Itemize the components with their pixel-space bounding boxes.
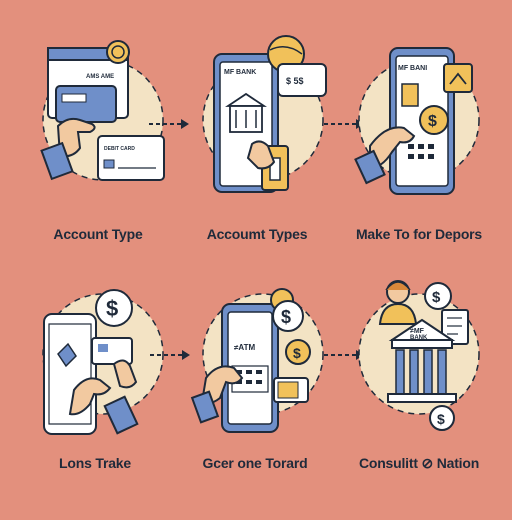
coin-icon xyxy=(106,40,130,64)
hand-icon xyxy=(246,140,276,170)
step-caption: Accoumt Types xyxy=(206,226,308,242)
svg-text:$: $ xyxy=(293,345,301,361)
step-caption: Gcer one Torard xyxy=(202,455,308,471)
dollar-coin-icon: $ xyxy=(424,282,452,310)
document-icon xyxy=(441,309,469,345)
step-caption: Make To for Depors xyxy=(355,226,483,242)
hand-icon xyxy=(190,365,244,424)
svg-text:$: $ xyxy=(106,296,118,321)
step-caption: Consulitt ⊘ Nation xyxy=(358,455,480,471)
dollar-badge-icon: $ xyxy=(95,289,133,327)
speech-bubble-icon xyxy=(273,377,309,403)
debit-card-icon: DEBIT CARD xyxy=(97,135,165,181)
hand-icon xyxy=(40,117,96,181)
bank-brand: MF BANI xyxy=(398,65,427,72)
card-panel-icon xyxy=(91,337,133,365)
chart-envelope-icon xyxy=(443,63,473,93)
bank-building-icon: ≠MF BANK xyxy=(387,318,457,403)
bank-text-2: BANK xyxy=(410,335,428,341)
keypad-icon xyxy=(408,144,434,159)
atm-screen-text: ≠ATM xyxy=(234,343,255,352)
bank-brand: MF BANK xyxy=(224,69,256,76)
dollar-coin-icon: $ xyxy=(429,405,455,431)
step-caption: Lons Trake xyxy=(59,455,131,471)
step-2: MF BANK $ 5$ Accoumt Types xyxy=(178,28,348,278)
speech-bubble-icon: $ 5$ xyxy=(277,63,327,97)
blue-card-icon xyxy=(55,85,117,123)
dashed-arrow-right-icon xyxy=(149,119,189,129)
consultant-avatar-icon xyxy=(378,280,418,325)
dollar-coin-icon: $ xyxy=(419,105,449,135)
svg-text:$: $ xyxy=(281,307,291,327)
svg-text:$: $ xyxy=(437,411,445,427)
bank-text-1: ≠MF xyxy=(410,328,425,335)
debit-card-text: DEBIT CARD xyxy=(104,146,135,152)
card-text: AMS AME xyxy=(86,74,114,80)
phone-icon xyxy=(43,313,97,435)
svg-text:$: $ xyxy=(428,113,437,130)
step-caption: Account Type xyxy=(53,226,143,242)
svg-text:$: $ xyxy=(432,289,441,306)
phone-icon: ≠ATM xyxy=(221,303,279,433)
dashed-arrow-right-icon xyxy=(150,350,190,360)
step-4: $ Lons Trake xyxy=(18,270,188,520)
step-1: AMS AME DEBIT CARD Account Type xyxy=(18,28,188,278)
step-5: ≠ATM $ $ Gcer one Torard xyxy=(178,270,348,520)
hand-icon xyxy=(68,359,139,435)
step-6: $ ≠MF BANK $ Consulitt ⊘ Nation xyxy=(334,270,504,520)
bank-building-icon xyxy=(225,92,267,133)
step-3: MF BANI $ Make To for Depors xyxy=(334,28,504,278)
bubble-text: $ 5$ xyxy=(286,76,304,86)
hand-icon xyxy=(354,126,416,185)
dollar-coin-icon: $ $ xyxy=(270,288,311,365)
